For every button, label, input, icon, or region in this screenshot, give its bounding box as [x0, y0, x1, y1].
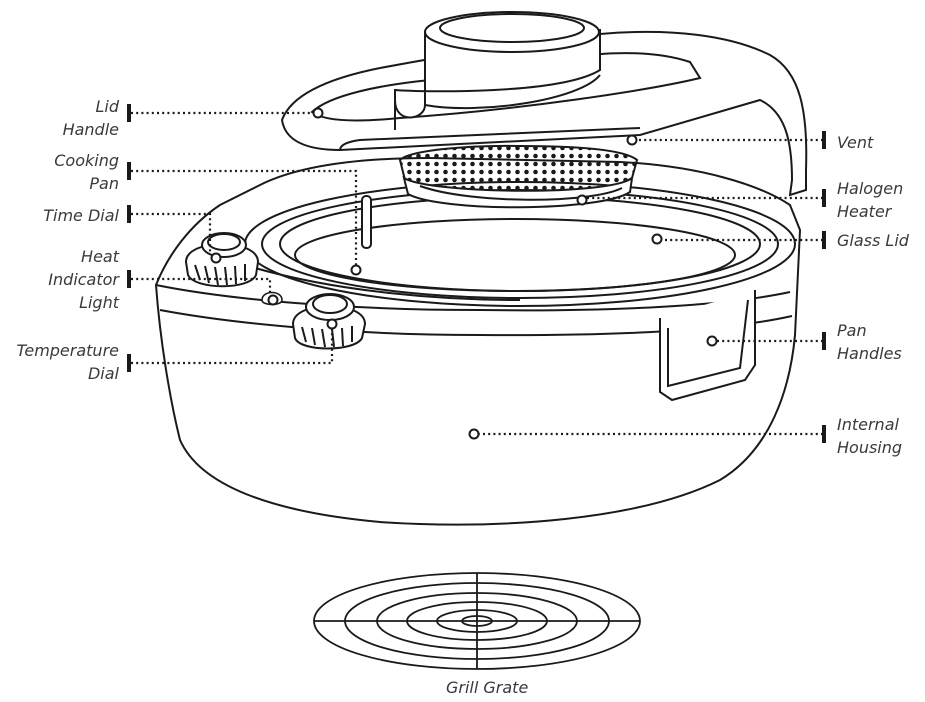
label-halogen-heater-line-2: Heater — [837, 202, 892, 221]
label-temperature-dial-line-1: Temperature — [16, 341, 119, 360]
label-lid-handle-line-2: Handle — [62, 120, 119, 139]
label-internal-housing-line-2: Housing — [837, 438, 903, 457]
label-cooking-pan: Cooking Pan — [54, 149, 119, 195]
label-heat-indicator-line-3: Light — [79, 293, 119, 312]
label-time-dial: Time Dial — [43, 204, 119, 227]
leader-end-bars — [127, 104, 826, 443]
label-grill-grate-line-1: Grill Grate — [446, 678, 529, 697]
label-glass-lid: Glass Lid — [837, 229, 909, 252]
time-dial — [184, 232, 260, 288]
halogen-heater — [398, 144, 639, 209]
label-heat-indicator-line-2: Indicator — [48, 270, 119, 289]
label-halogen-heater-line-1: Halogen — [837, 179, 904, 198]
grill-grate — [313, 572, 641, 670]
label-temperature-dial-line-2: Dial — [87, 364, 119, 383]
label-temperature-dial: Temperature Dial — [17, 339, 119, 385]
lid-handle — [280, 11, 808, 197]
label-vent-line-1: Vent — [837, 133, 874, 152]
label-glass-lid-line-1: Glass Lid — [837, 231, 909, 250]
label-internal-housing: Internal Housing — [837, 413, 902, 459]
label-heat-indicator-light: Heat Indicator Light — [48, 245, 119, 314]
label-heat-indicator-line-1: Heat — [81, 247, 119, 266]
label-vent: Vent — [837, 131, 873, 154]
label-internal-housing-line-1: Internal — [837, 415, 899, 434]
label-pan-handles-line-1: Pan — [837, 321, 867, 340]
glass-lid — [244, 181, 796, 307]
label-grill-grate: Grill Grate — [446, 676, 528, 699]
leader-lines — [131, 111, 823, 436]
label-pan-handles: Pan Handles — [837, 319, 902, 365]
label-lid-handle: Lid Handle — [63, 95, 119, 141]
label-lid-handle-line-1: Lid — [95, 97, 119, 116]
label-halogen-heater: Halogen Heater — [837, 177, 903, 223]
pan-handle-bracket — [659, 290, 756, 402]
leader-markers — [210, 107, 718, 440]
label-time-dial-line-1: Time Dial — [43, 206, 119, 225]
label-pan-handles-line-2: Handles — [837, 344, 902, 363]
label-cooking-pan-line-1: Cooking — [54, 151, 119, 170]
label-cooking-pan-line-2: Pan — [89, 174, 119, 193]
